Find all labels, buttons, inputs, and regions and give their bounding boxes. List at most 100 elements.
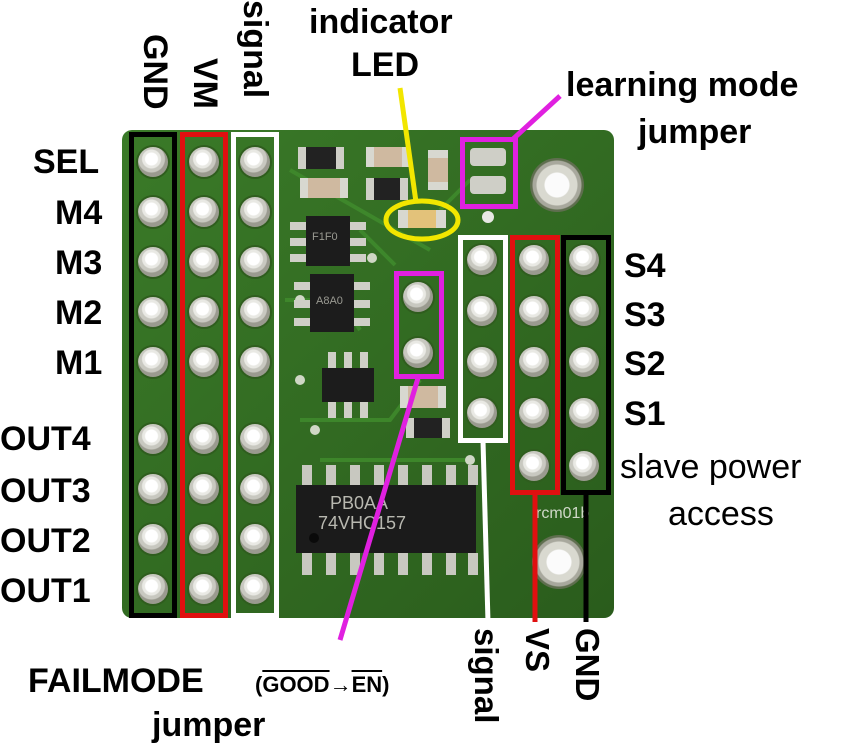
label-m1: M1 bbox=[55, 344, 103, 382]
header-pin bbox=[240, 297, 270, 327]
label-signal-right: signal bbox=[468, 628, 505, 724]
label-slave-line1: slave power bbox=[620, 448, 802, 486]
header-pin bbox=[189, 297, 219, 327]
header-pin bbox=[240, 474, 270, 504]
header-pin bbox=[467, 296, 497, 326]
indicator-led-ring bbox=[383, 198, 461, 242]
failmode-good: GOOD bbox=[262, 672, 330, 697]
header-pin bbox=[240, 424, 270, 454]
label-out4: OUT4 bbox=[0, 420, 91, 458]
header-pin bbox=[519, 347, 549, 377]
header-pin bbox=[138, 147, 168, 177]
learning-mode-pointer bbox=[510, 94, 562, 142]
header-pin bbox=[138, 247, 168, 277]
fiducial-dot bbox=[482, 211, 494, 223]
mounting-hole-top bbox=[530, 158, 584, 212]
vs-column-outline bbox=[510, 235, 560, 495]
failmode-en: EN bbox=[351, 672, 383, 697]
label-out2: OUT2 bbox=[0, 522, 91, 560]
ic-marking-line2: 74VHC157 bbox=[318, 513, 407, 533]
header-pin bbox=[189, 247, 219, 277]
header-pin bbox=[240, 147, 270, 177]
header-pin bbox=[189, 197, 219, 227]
header-pin bbox=[240, 347, 270, 377]
header-pin bbox=[569, 245, 599, 275]
label-failmode-main: FAILMODE bbox=[28, 662, 204, 700]
failmode-jumper-outline bbox=[394, 271, 444, 379]
smd-components bbox=[290, 147, 478, 575]
header-pin bbox=[569, 296, 599, 326]
header-pin bbox=[138, 197, 168, 227]
failmode-paren-close: ) bbox=[382, 672, 390, 697]
header-pin bbox=[569, 347, 599, 377]
header-pin bbox=[467, 245, 497, 275]
label-s2: S2 bbox=[624, 345, 666, 383]
header-pin bbox=[138, 347, 168, 377]
ic-74vhc157 bbox=[296, 465, 478, 575]
label-m4: M4 bbox=[55, 194, 103, 232]
header-pin bbox=[519, 296, 549, 326]
header-pin bbox=[240, 574, 270, 604]
label-slave-line2: access bbox=[668, 495, 774, 533]
signal-right-outline bbox=[458, 235, 508, 443]
label-m3: M3 bbox=[55, 244, 103, 282]
signal-right-leader bbox=[480, 440, 491, 623]
header-pin bbox=[569, 451, 599, 481]
header-pin bbox=[138, 297, 168, 327]
failmode-arrow: → bbox=[329, 672, 352, 697]
label-vm: VM bbox=[186, 58, 224, 109]
label-gnd-left: GND bbox=[136, 34, 174, 110]
label-s3: S3 bbox=[624, 296, 666, 334]
label-out1: OUT1 bbox=[0, 572, 91, 610]
header-pin bbox=[189, 424, 219, 454]
header-pin bbox=[138, 424, 168, 454]
label-s4: S4 bbox=[624, 247, 666, 285]
header-pin bbox=[240, 524, 270, 554]
header-pin bbox=[189, 524, 219, 554]
indicator-led-pointer bbox=[397, 87, 419, 203]
header-pin bbox=[467, 347, 497, 377]
learning-jumper-outline bbox=[460, 137, 518, 209]
header-pin bbox=[138, 524, 168, 554]
learning-jumper-pads bbox=[470, 148, 506, 194]
label-gnd-right: GND bbox=[569, 628, 606, 702]
header-pin bbox=[403, 338, 433, 368]
header-pin bbox=[189, 574, 219, 604]
failmode-pointer bbox=[337, 377, 421, 641]
header-pin bbox=[519, 398, 549, 428]
board-revision-text: rcm01b bbox=[536, 505, 590, 522]
label-vs: VS bbox=[519, 628, 556, 673]
ic-small-marking-2: A8A0 bbox=[316, 295, 343, 307]
header-pin bbox=[189, 147, 219, 177]
vm-column-outline bbox=[180, 132, 228, 618]
label-learning-line2: jumper bbox=[638, 113, 752, 151]
label-learning-line1: learning mode bbox=[566, 66, 799, 104]
label-signal-left: signal bbox=[236, 0, 274, 99]
label-sel: SEL bbox=[33, 143, 100, 181]
header-pin bbox=[519, 451, 549, 481]
label-out3: OUT3 bbox=[0, 472, 91, 510]
mounting-hole-bottom bbox=[532, 535, 586, 589]
header-pin bbox=[519, 245, 549, 275]
label-failmode-subtitle: (GOOD→EN) bbox=[255, 674, 389, 696]
failmode-paren-open: ( bbox=[255, 672, 263, 697]
label-indicator-line2: LED bbox=[351, 46, 419, 84]
header-pin bbox=[240, 197, 270, 227]
header-pin bbox=[189, 347, 219, 377]
label-indicator-line1: indicator bbox=[309, 3, 453, 41]
header-pin bbox=[189, 474, 219, 504]
gnd-right-outline bbox=[561, 235, 611, 495]
ic-small-marking-1: F1F0 bbox=[312, 231, 338, 243]
signal-column-outline bbox=[231, 132, 279, 618]
gnd-column-outline bbox=[129, 132, 177, 618]
header-pin bbox=[467, 398, 497, 428]
label-failmode-line2: jumper bbox=[152, 706, 266, 744]
header-pin bbox=[569, 398, 599, 428]
header-pin bbox=[138, 474, 168, 504]
header-pin bbox=[240, 247, 270, 277]
label-s1: S1 bbox=[624, 395, 666, 433]
label-m2: M2 bbox=[55, 294, 103, 332]
ic-marking-line1: PB0AA bbox=[330, 493, 389, 513]
